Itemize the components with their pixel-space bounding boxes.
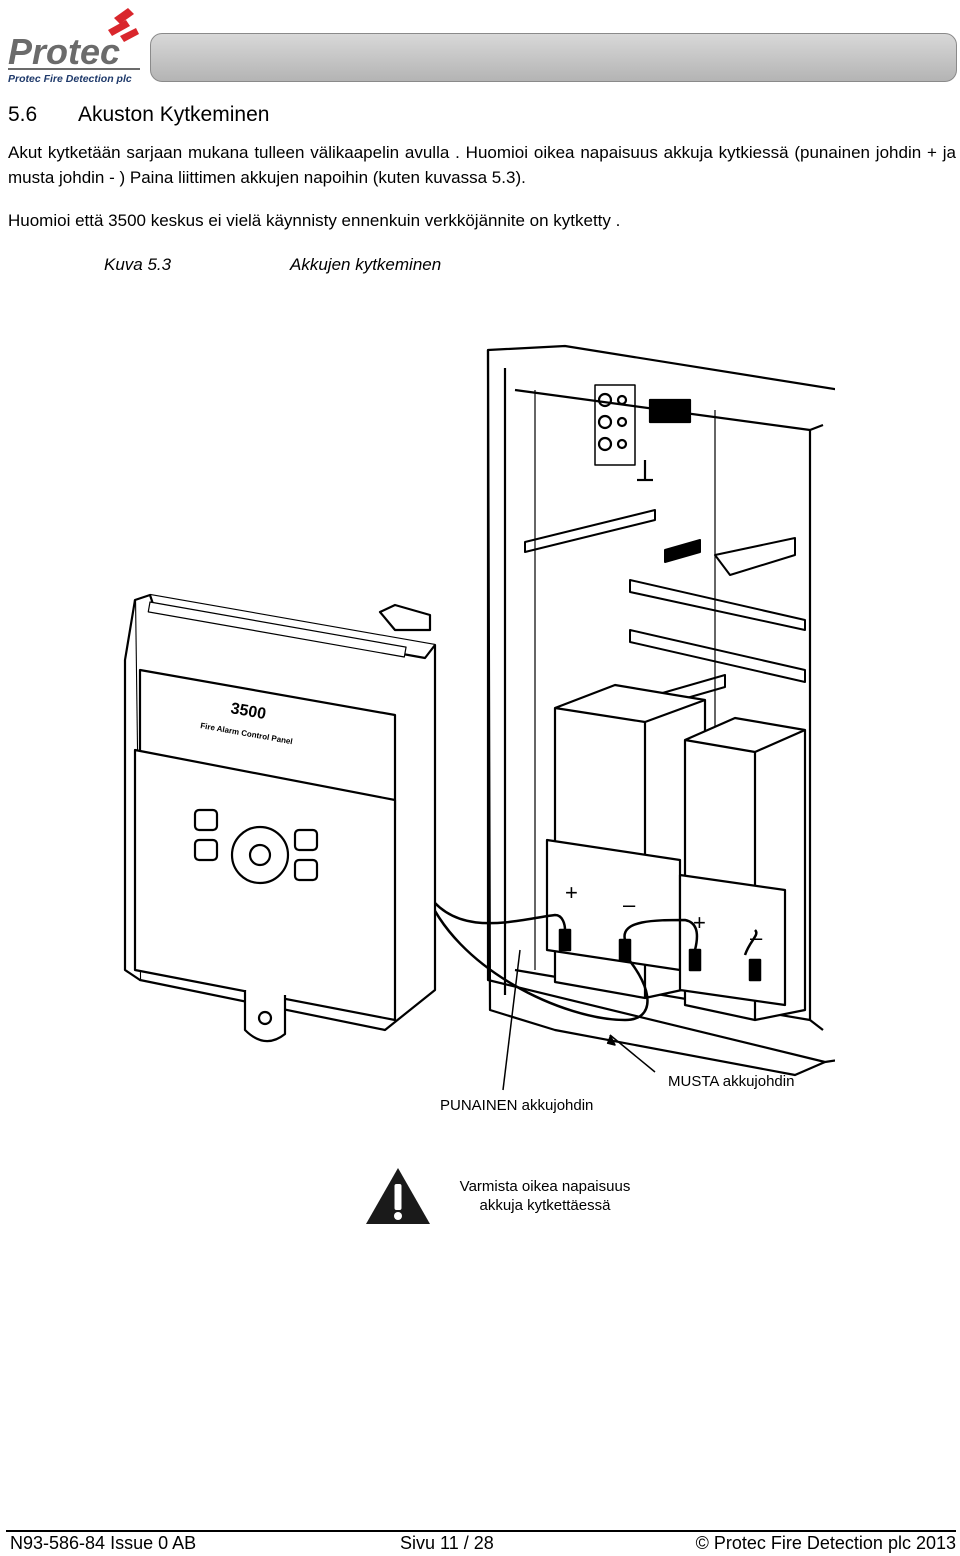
figure-caption: Kuva 5.3 Akkujen kytkeminen [104,255,441,275]
figure-title: Akkujen kytkeminen [290,255,442,274]
section-title: Akuston Kytkeminen [78,103,270,126]
black-cable-label: MUSTA akkujohdin [668,1073,795,1090]
header-bar [150,33,957,82]
paragraph-battery-connection: Akut kytketään sarjaan mukana tulleen vä… [8,143,956,187]
warning-triangle-icon [366,1168,430,1224]
footer-divider [6,1530,956,1532]
red-cable-label: PUNAINEN akkujohdin [440,1097,594,1114]
warning-line-2: akkuja kytkettäessä [479,1197,611,1214]
paragraph-mains-note: Huomioi että 3500 keskus ei vielä käynni… [8,211,621,230]
logo-tagline: Protec Fire Detection plc [8,73,132,85]
battery-2: + – [678,716,807,1022]
battery-1-minus-label: – [623,892,636,917]
section-number: 5.6 [8,103,38,126]
footer-doc-ref: N93-586-84 Issue 0 AB [10,1533,197,1553]
label-leaders [502,949,656,1091]
battery-cables [423,889,762,1022]
warning-line-1: Varmista oikea napaisuus [459,1178,631,1195]
flame-icon [108,8,139,42]
battery-2-minus-label: – [750,925,763,950]
control-panel-3500: 3500 Fire Alarm Control Panel [123,593,437,1043]
section-heading: 5.6 Akuston Kytkeminen [8,103,269,127]
warning-text: Varmista oikea napaisuus akkuja kytkettä… [440,1177,650,1215]
battery-1-plus-label: + [565,880,578,905]
panel-model-label: 3500 [229,700,267,723]
battery-connection-diagram: + – + – 3500 Fire Alarm Control Panel [123,344,835,1091]
protec-logo: Protec Protec Fire Detection plc [8,8,140,85]
footer-page-number: Sivu 11 / 28 [400,1533,494,1553]
figure-number: Kuva 5.3 [104,255,172,274]
logo-brand-text: Protec [8,31,120,72]
footer-copyright: © Protec Fire Detection plc 2013 [695,1533,956,1553]
battery-2-plus-label: + [693,910,706,935]
